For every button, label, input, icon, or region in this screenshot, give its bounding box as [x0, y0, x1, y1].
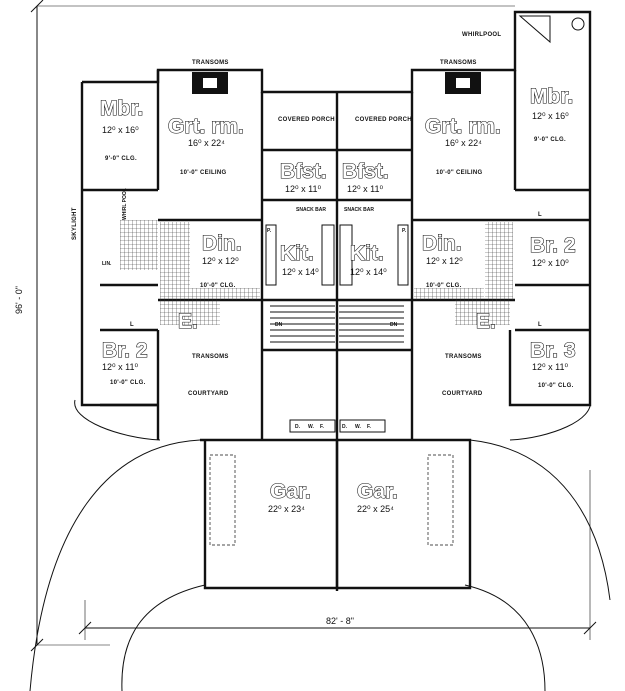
din-right-ceiling: 10'-0" CLG. [426, 283, 462, 289]
whirl-pool-left: WHIRL POOL [122, 188, 128, 220]
p-left: P. [267, 228, 272, 234]
din-left-ceiling: 10'-0" CLG. [200, 283, 236, 289]
e-right: E. [476, 310, 496, 333]
mbr-right-ceiling: 9'-0" CLG. [534, 137, 566, 143]
fireplace-right [445, 72, 481, 94]
whirlpool-right: WHIRLPOOL [462, 32, 501, 38]
gar-left-name: Gar. [270, 480, 311, 503]
dn-right: DN [390, 322, 398, 328]
br2-right-size: 12⁰ x 10⁰ [532, 258, 569, 268]
garage-dashed-right [427, 454, 454, 546]
gar-left-size: 22⁰ x 23⁴ [268, 504, 305, 514]
br3-right-name: Br. 3 [530, 339, 576, 362]
p-right: P. [402, 228, 407, 234]
grt-right-ceiling: 10'-0" CEILING [436, 170, 483, 176]
mbr-left-name: Mbr. [100, 97, 143, 120]
garage-dashed-left [209, 454, 236, 546]
w-right: W. [355, 424, 361, 430]
grt-right-name: Grt. rm. [425, 115, 501, 138]
tiled-floor-left-4 [120, 220, 158, 270]
dn-left: DN [275, 322, 283, 328]
br2-left-size: 12⁰ x 11⁰ [102, 362, 138, 372]
tiled-floor-left-2 [190, 288, 260, 300]
f-left: F. [320, 424, 325, 430]
mbr-right-name: Mbr. [530, 85, 573, 108]
tiled-floor-left-3 [160, 300, 220, 325]
d-right: D. [342, 424, 348, 430]
grt-right-size: 16⁰ x 22⁴ [445, 138, 482, 148]
overall-depth-label: 96' - 0" [14, 286, 24, 314]
l-right-top: L [538, 212, 542, 218]
mbr-right-size: 12⁰ x 16⁰ [532, 111, 569, 121]
br3-right-size: 12⁰ x 11⁰ [532, 362, 568, 372]
width-dimension-line [78, 470, 597, 640]
transoms-left-top: TRANSOMS [192, 60, 229, 66]
driveway-curves [29, 399, 611, 691]
din-left-size: 12⁰ x 12⁰ [202, 256, 239, 266]
bfst-right-size: 12⁰ x 11⁰ [347, 184, 383, 194]
e-left: E. [178, 310, 198, 333]
kit-left-size: 12⁰ x 14⁰ [282, 267, 319, 277]
bfst-left-name: Bfst. [280, 160, 327, 183]
gar-right-name: Gar. [357, 480, 398, 503]
grt-left-ceiling: 10'-0" CEILING [180, 170, 227, 176]
fireplace-left [192, 72, 228, 94]
tiled-floor-right-2 [414, 288, 484, 300]
tiled-floor-right-3 [455, 300, 510, 325]
transoms-right-bottom: TRANSOMS [445, 354, 482, 360]
kit-right-size: 12⁰ x 14⁰ [350, 267, 387, 277]
kit-right-name: Kit. [350, 242, 384, 265]
transoms-right-top: TRANSOMS [440, 60, 477, 66]
din-left-name: Din. [202, 232, 242, 255]
skylight-label: SKYLIGHT [72, 207, 78, 240]
d-left: D. [295, 424, 301, 430]
br2-right-name: Br. 2 [530, 234, 576, 257]
stairs-right [339, 299, 404, 343]
grt-left-size: 16⁰ x 22⁴ [188, 138, 225, 148]
gar-right-size: 22⁰ x 25⁴ [357, 504, 394, 514]
tiled-floor-right [485, 222, 513, 300]
bfst-left-size: 12⁰ x 11⁰ [285, 184, 321, 194]
covered-porch-left: COVERED PORCH [278, 117, 335, 123]
bfst-right-name: Bfst. [342, 160, 389, 183]
overall-width-label: 82' - 8" [326, 616, 354, 626]
din-right-name: Din. [422, 232, 462, 255]
transoms-left-bottom: TRANSOMS [192, 354, 229, 360]
l-left: L [130, 322, 134, 328]
snack-bar-right: SNACK BAR [344, 207, 374, 213]
kit-left-name: Kit. [280, 242, 314, 265]
grt-left-name: Grt. rm. [168, 115, 244, 138]
br2-left-ceiling: 10'-0" CLG. [110, 380, 146, 386]
snack-bar-left: SNACK BAR [296, 207, 326, 213]
l-right-bottom: L [538, 322, 542, 328]
kitchen-counters-right [339, 224, 409, 433]
lin-left: LIN. [102, 261, 112, 267]
courtyard-left: COURTYARD [188, 391, 229, 397]
stairs-left [270, 299, 335, 343]
covered-porch-right: COVERED PORCH [355, 117, 412, 123]
right-unit-walls [335, 10, 592, 591]
w-left: W. [308, 424, 314, 430]
din-right-size: 12⁰ x 12⁰ [426, 256, 463, 266]
mbr-left-size: 12⁰ x 16⁰ [102, 125, 139, 135]
tiled-floor-left [160, 222, 190, 300]
whirlpool-tub-right [518, 15, 585, 44]
courtyard-right: COURTYARD [442, 391, 483, 397]
br2-left-name: Br. 2 [102, 339, 148, 362]
br3-right-ceiling: 10'-0" CLG. [538, 383, 574, 389]
depth-dimension-line [30, 0, 515, 652]
mbr-left-ceiling: 9'-0" CLG. [105, 156, 137, 162]
f-right: F. [367, 424, 372, 430]
kitchen-counters-left [265, 224, 336, 433]
